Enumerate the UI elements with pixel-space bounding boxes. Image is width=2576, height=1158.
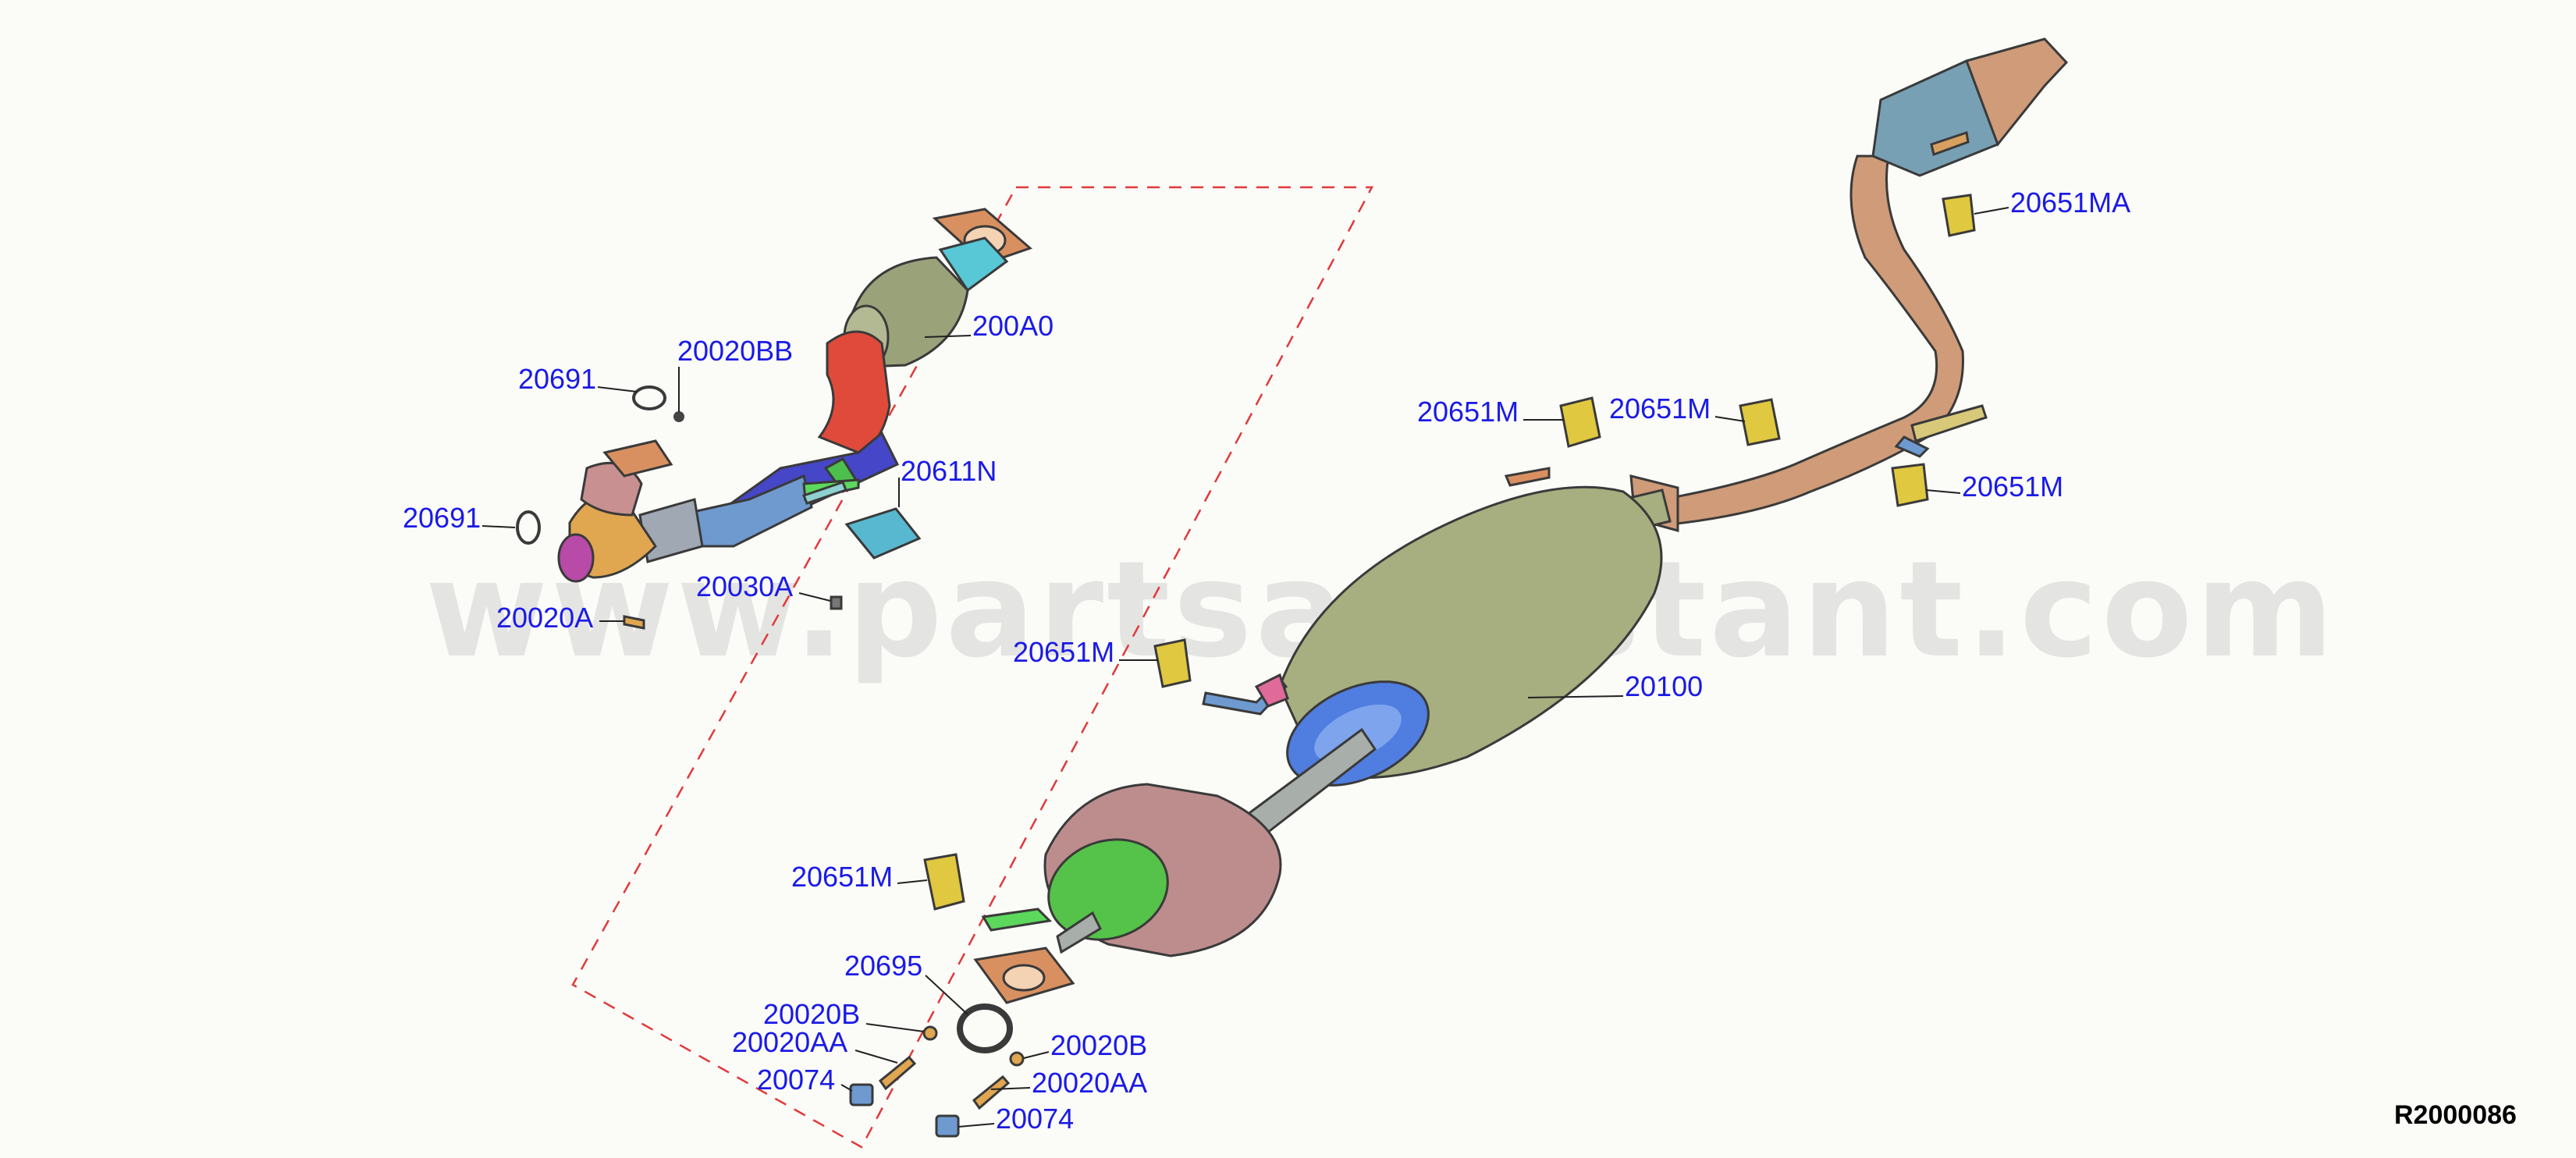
callout-20691-upper: 20691 [518,363,596,395]
nut-20020B-right [1009,1051,1025,1067]
gasket-lower [516,510,541,545]
gasket-upper [632,385,666,410]
front-pipe-catalyst-assembly [557,208,1032,583]
clamp-20074-left [849,1083,874,1106]
gasket-20695 [957,1003,1013,1053]
callout-200A0: 200A0 [972,310,1053,342]
callout-20020BB: 20020BB [677,335,793,367]
callout-20651M-a: 20651M [1417,396,1519,428]
callout-20074-right: 20074 [996,1103,1074,1135]
nut-20020B-left [922,1025,938,1041]
callout-20100: 20100 [1625,670,1703,702]
callout-20020B-right: 20020B [1050,1029,1147,1061]
callout-20611N: 20611N [901,455,997,487]
nut-20020BB [673,411,684,422]
callout-20020B-left: 20020B [763,998,860,1030]
main-muffler [1202,467,1672,844]
callout-20695: 20695 [844,950,922,982]
callout-20074-left: 20074 [757,1064,835,1096]
callout-20020AA-right: 20020AA [1032,1067,1147,1099]
rubber-hangers [923,194,1976,911]
callout-20651M-d: 20651M [1013,636,1114,668]
tailpipe-assembly [1629,37,2069,532]
callout-20030A: 20030A [696,570,793,602]
callouts: 20691 20020BB 200A0 20611N 20691 20030A … [403,186,2130,1135]
clamp-20074-right [935,1114,960,1138]
stud-20020AA-right [972,1075,1011,1110]
callout-20020A: 20020A [496,602,593,634]
callout-20651M-e: 20651M [791,861,893,893]
resonator [973,783,1282,1004]
callout-20651MA: 20651MA [2010,186,2130,218]
dashed-assembly-frame [571,186,1374,1149]
heat-shield [844,507,922,559]
reference-code: R2000086 [2394,1100,2517,1130]
callout-20651M-c: 20651M [1962,471,2063,503]
callout-20020AA-left: 20020AA [732,1026,847,1058]
bolt-20030A [830,595,843,610]
callout-20651M-b: 20651M [1609,393,1711,424]
stud-20020AA-left [878,1055,917,1091]
callout-20691-lower: 20691 [403,502,481,534]
